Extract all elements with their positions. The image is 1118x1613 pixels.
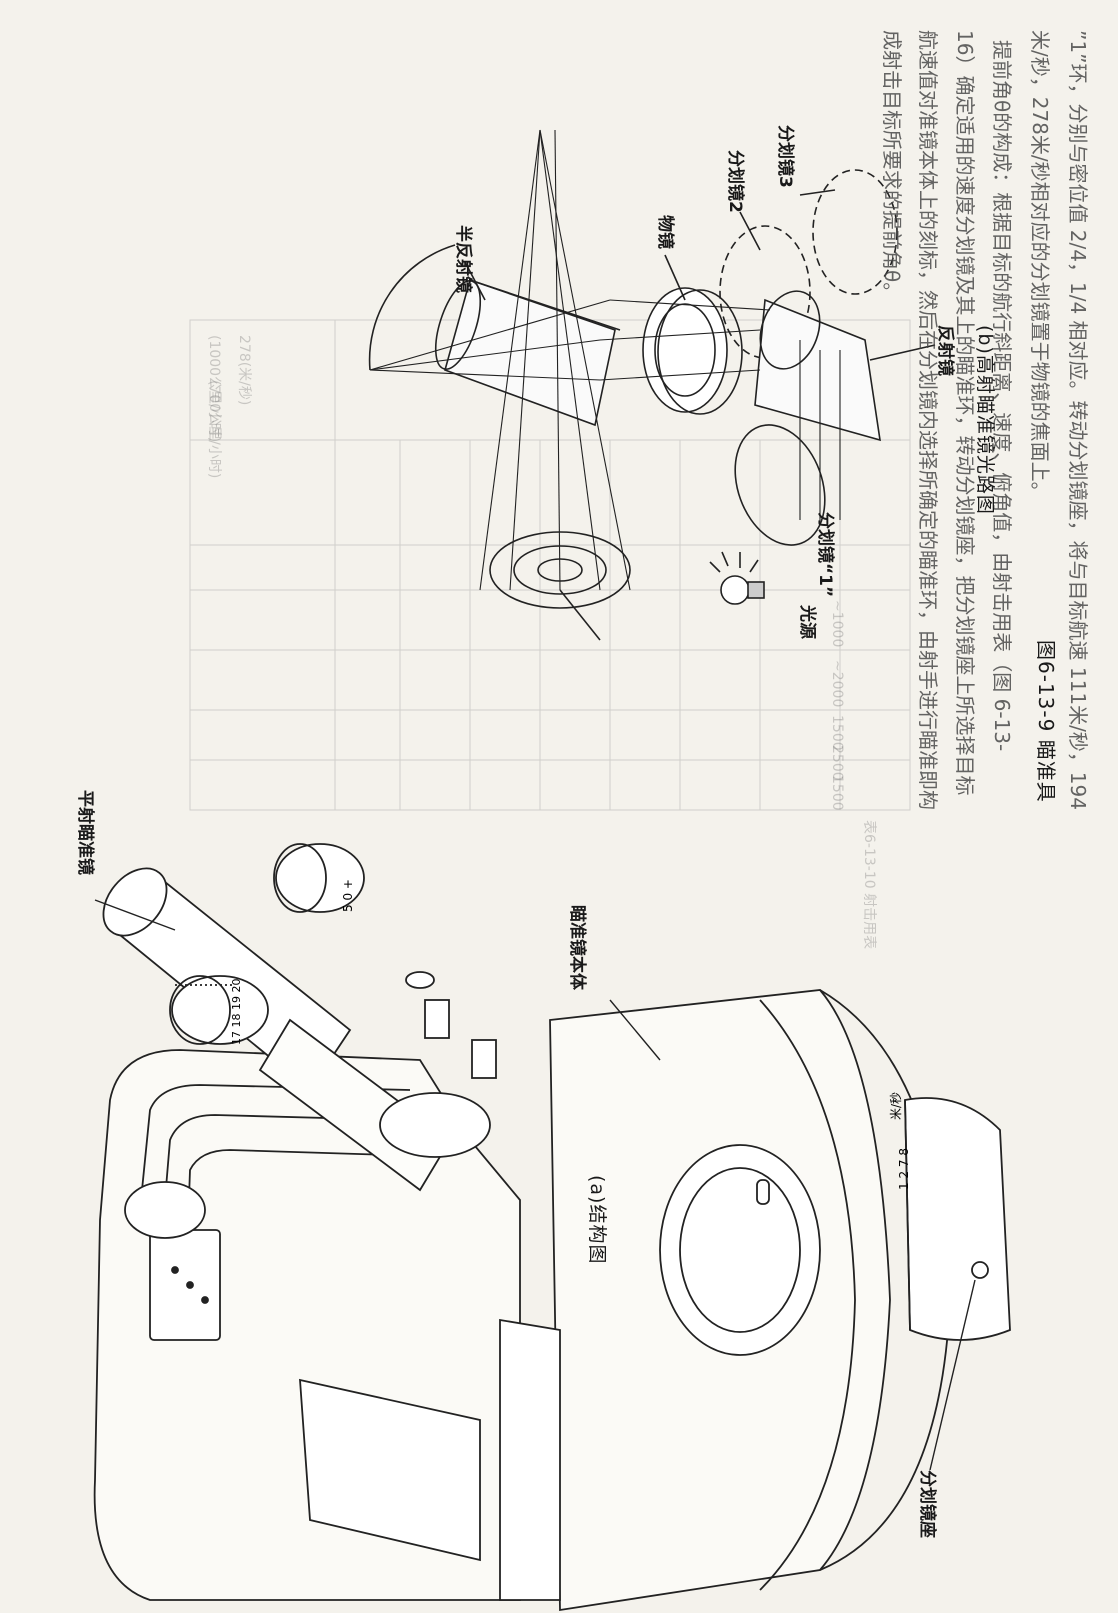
- speed-marks: 1 2 7 8: [897, 1148, 911, 1190]
- dial-numbers: 17 18 19 20: [230, 979, 243, 1045]
- optical-path-diagram: [368, 129, 936, 641]
- label-objective: 物镜: [655, 215, 675, 249]
- scope-body-cylinder: [549, 989, 951, 1612]
- dial2-numbers: 5 0 +: [341, 879, 355, 912]
- adjust-knob-2: [273, 843, 365, 913]
- ghost-footnote: 表6-13-10 射击用表: [861, 820, 877, 950]
- label-half-mirror: 半反射镜: [453, 225, 473, 293]
- adjust-knob-1: [169, 975, 269, 1045]
- label-flat-scope: 平射瞄准镜: [75, 790, 95, 875]
- reticle-seat-shape: [904, 1097, 1011, 1341]
- label-reticle3: 分划镜3: [775, 125, 795, 188]
- half-mirror-shape: [434, 278, 621, 427]
- scope-structure-drawing: [93, 843, 1011, 1612]
- reticle2-shape: [719, 225, 811, 359]
- reflection-mirror-shape: [754, 290, 881, 442]
- ghost-header-3: (700公里/小时): [206, 380, 222, 479]
- label-reticle1: 分划镜“1”: [815, 512, 835, 598]
- lamp-shape: [709, 551, 765, 605]
- label-reticle-seat: 分划镜座: [917, 1470, 937, 1538]
- target-rings: [489, 531, 631, 609]
- label-light-source: 光源: [797, 605, 817, 639]
- light-rays: [369, 129, 841, 641]
- ghost-row-2: ~2000: [829, 660, 845, 708]
- caption-figure-a: (a)结构图: [586, 1175, 608, 1265]
- text-line-4: 16）确定适用的速度分划镜及其上的瞄准环，转动分划镜座，把分划镜座上所选择目标: [953, 30, 977, 796]
- ghost-row-1: ~1000: [829, 600, 845, 648]
- label-scope-body: 瞄准镜本体: [567, 905, 587, 990]
- figure-caption: 图6-13-9 瞄准具: [1034, 640, 1058, 803]
- text-line-2: 米/秒，278米/秒相对应的分划镜置于物镜的焦面上。: [1028, 30, 1052, 502]
- label-mirror: 反射镜: [935, 325, 955, 376]
- background-table-ghost: [189, 319, 911, 811]
- text-line-1: ”1”环，分别与密位值 2/4，1/4 相对应。转动分划镜座，将与目标航速 11…: [1066, 30, 1090, 810]
- text-line-6: 成射击目标所要求的提前角θ。: [880, 30, 904, 303]
- ghost-header-1: 278(米/秒): [236, 335, 252, 406]
- caption-figure-b: (b)高射瞄准镜光路图: [974, 325, 996, 515]
- reticle3-shape: [812, 169, 898, 295]
- dial-number-groups: 17 18 19 20 5 0 + 1 2 7 8 米/秒: [230, 879, 911, 1190]
- label-reticle2: 分划镜2: [725, 150, 745, 213]
- ghost-row-5: 1500: [829, 775, 845, 811]
- text-line-5: 航速值对准镜本体上的刻标，然后在分划镜内选择所确定的瞄准环，由射手进行瞄准即构: [916, 30, 940, 810]
- speed-unit: 米/秒: [889, 1092, 903, 1120]
- objective-lens-shape: [642, 287, 743, 415]
